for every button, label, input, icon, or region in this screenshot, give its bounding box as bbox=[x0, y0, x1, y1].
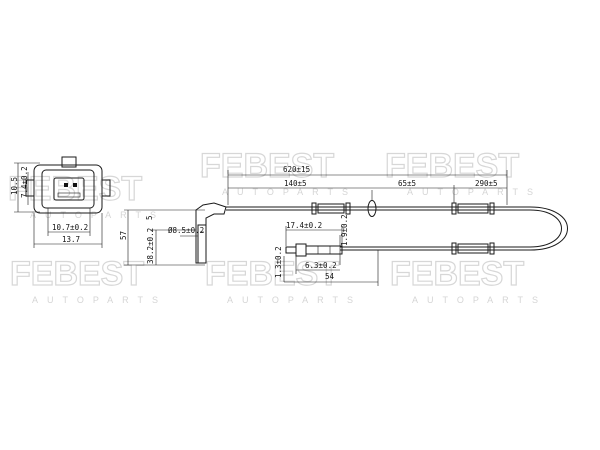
dim-connector-width-inner: 10.7±0.2 bbox=[52, 223, 88, 232]
dim-plug-total: 54 bbox=[325, 272, 335, 281]
dim-connector-height-inner: 7.4±0.2 bbox=[20, 166, 29, 198]
watermark-tagline-1: AUTOPARTS bbox=[30, 210, 165, 220]
connector-inner-body bbox=[41, 169, 95, 209]
sensor-head-view: 57 38.2±0.2 5 Ø8.5±0.2 bbox=[119, 202, 227, 266]
cable-loop-inner bbox=[529, 209, 562, 248]
connector-front-view: 10.5 7.4±0.2 10.7±0.2 13.7 bbox=[10, 156, 111, 248]
watermark-brand-4: FEBEST bbox=[10, 255, 144, 293]
watermark-tagline-4: AUTOPARTS bbox=[32, 295, 167, 305]
connector-key bbox=[57, 192, 81, 198]
dim-segment-1: 140±5 bbox=[284, 179, 307, 188]
dim-sensor-side: 5 bbox=[145, 215, 154, 220]
watermark-brand-3: FEBEST bbox=[385, 147, 519, 185]
watermark-brand-1: FEBEST bbox=[8, 170, 142, 208]
plug-body bbox=[305, 245, 343, 255]
watermark-group: FEBEST AUTOPARTS FEBEST AUTOPARTS FEBEST… bbox=[7, 146, 547, 305]
clip-1 bbox=[311, 202, 351, 215]
clip-2 bbox=[367, 190, 377, 217]
cable-assembly: 620±15 140±5 65±5 290±5 bbox=[226, 165, 568, 255]
watermark-brand-5: FEBEST bbox=[205, 255, 339, 293]
watermark-brand-2: FEBEST bbox=[200, 147, 334, 185]
connector-socket bbox=[53, 177, 85, 201]
dim-connector-height-total: 10.5 bbox=[10, 177, 19, 195]
connector-side-right bbox=[101, 179, 111, 197]
watermark-tagline-3: AUTOPARTS bbox=[407, 187, 542, 197]
dim-segment-3: 290±5 bbox=[475, 179, 498, 188]
connector-side-left bbox=[25, 179, 35, 197]
clip-3 bbox=[451, 202, 495, 215]
end-plug-view: 17.4±0.2 1.9±0.2 1.3±0.2 6.3±0.2 54 bbox=[274, 214, 379, 286]
clip-4 bbox=[451, 242, 495, 255]
dim-plug-offset: 1.3±0.2 bbox=[274, 246, 283, 278]
watermark-brand-6: FEBEST bbox=[390, 255, 524, 293]
dim-sensor-diameter: Ø8.5±0.2 bbox=[168, 226, 204, 235]
dim-connector-width-total: 13.7 bbox=[62, 235, 80, 244]
watermark-tagline-2: AUTOPARTS bbox=[222, 187, 357, 197]
dim-segment-2: 65±5 bbox=[398, 179, 416, 188]
dim-plug-tip: 1.9±0.2 bbox=[340, 214, 349, 246]
dim-plug-pin: 6.3±0.2 bbox=[305, 261, 337, 270]
connector-pin-right bbox=[73, 183, 77, 187]
connector-pin-left bbox=[64, 183, 68, 187]
watermark-tagline-5: AUTOPARTS bbox=[227, 295, 362, 305]
dim-plug-length: 17.4±0.2 bbox=[286, 221, 322, 230]
connector-latch bbox=[61, 156, 77, 168]
watermark-tagline-6: AUTOPARTS bbox=[412, 295, 547, 305]
dim-sensor-height: 57 bbox=[119, 231, 128, 240]
dim-sensor-body-height: 38.2±0.2 bbox=[146, 228, 155, 264]
sensor-probe bbox=[197, 224, 207, 264]
dim-cable-total: 620±15 bbox=[283, 165, 310, 174]
cable-loop-outer bbox=[529, 206, 568, 251]
plug-pin bbox=[285, 246, 297, 254]
